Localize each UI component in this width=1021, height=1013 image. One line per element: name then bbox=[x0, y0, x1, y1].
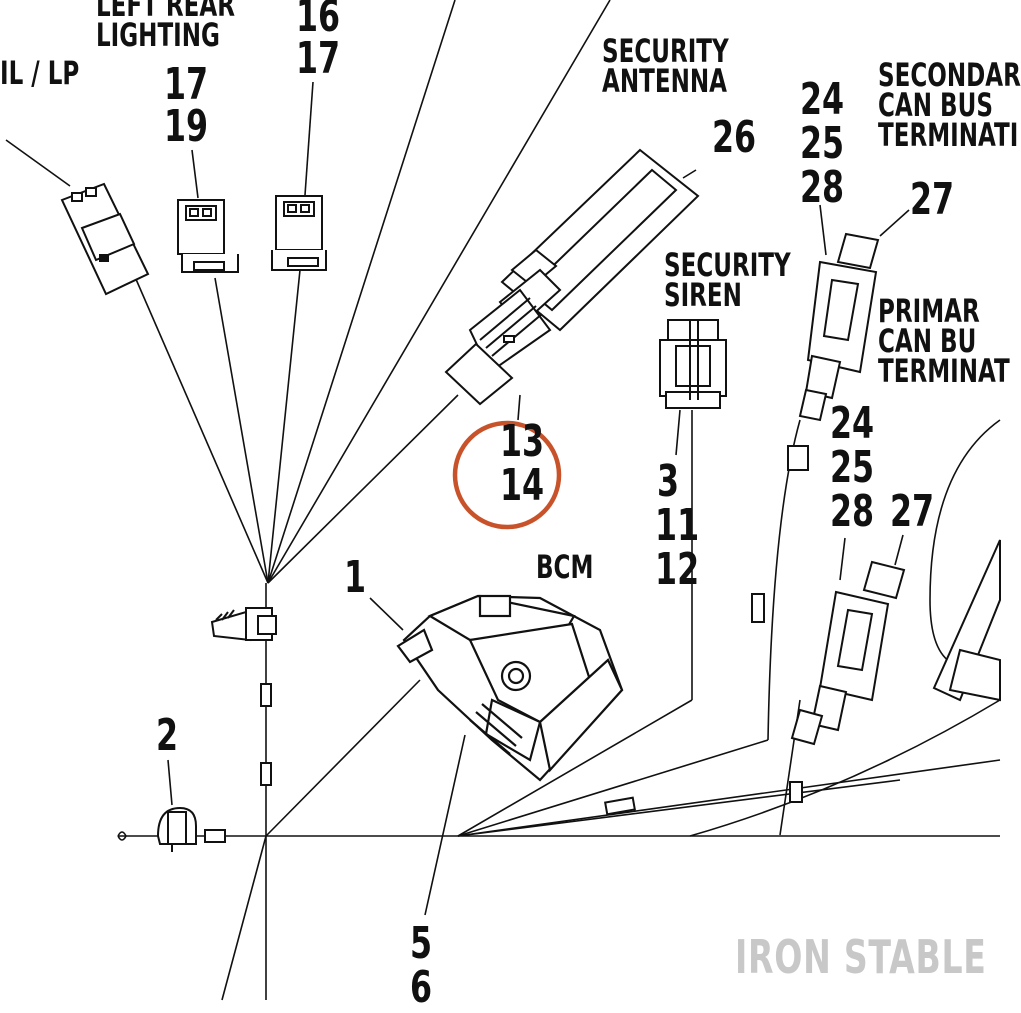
left-rear-lighting-part-numbers: 17 19 bbox=[164, 59, 209, 152]
bcm-label: BCM bbox=[536, 548, 594, 586]
primary-can-terminator-number: 27 bbox=[890, 486, 935, 537]
highlight-circle bbox=[452, 420, 562, 530]
wire bbox=[221, 835, 267, 1001]
bcm-part-number: 1 bbox=[344, 552, 367, 603]
ground-part-number: 2 bbox=[156, 710, 179, 761]
security-antenna-part-number: 26 bbox=[712, 112, 757, 163]
bcm-module bbox=[396, 594, 624, 782]
security-siren-connector bbox=[659, 319, 727, 409]
tail-lamp-connector bbox=[60, 182, 150, 296]
security-antenna bbox=[444, 148, 700, 406]
tail-lamp-label: IL / LP bbox=[0, 54, 80, 92]
security-siren-label: SECURITY SIREN bbox=[664, 246, 791, 314]
secondary-can-label: SECONDAR CAN BUS TERMINATI bbox=[878, 56, 1021, 154]
secondary-can-part-numbers: 24 25 28 bbox=[800, 74, 845, 213]
harness-clips bbox=[204, 683, 803, 843]
wire bbox=[267, 0, 456, 584]
secondary-can-terminator-number: 27 bbox=[910, 174, 955, 225]
push-pin-fastener bbox=[210, 607, 277, 642]
secondary-can-terminator bbox=[751, 232, 880, 623]
wire bbox=[267, 0, 611, 584]
wire bbox=[265, 679, 421, 837]
watermark: IRON STABLE bbox=[735, 930, 987, 984]
primary-can-part-numbers: 24 25 28 bbox=[830, 398, 875, 537]
antenna-connector-part-numbers: 13 14 bbox=[500, 416, 545, 511]
security-siren-part-numbers: 3 11 12 bbox=[655, 456, 700, 595]
left-rear-lighting-connector bbox=[177, 199, 239, 273]
primary-can-terminator bbox=[790, 560, 906, 746]
wire bbox=[267, 394, 459, 584]
ground-connector bbox=[156, 806, 197, 852]
left-rear-lighting-label: LEFT REAR LIGHTING bbox=[96, 0, 235, 54]
primary-can-label: PRIMAR CAN BU TERMINAT bbox=[878, 292, 1010, 390]
security-antenna-label: SECURITY ANTENNA bbox=[602, 32, 729, 100]
top-connector-part-numbers: 16 17 bbox=[296, 0, 341, 84]
wiring-lines bbox=[5, 0, 1001, 1001]
top-harness-connector bbox=[271, 195, 327, 271]
wire bbox=[131, 269, 269, 584]
wire bbox=[267, 269, 301, 584]
right-side-component bbox=[932, 539, 1001, 702]
wire bbox=[214, 277, 269, 584]
bottom-part-numbers: 5 6 bbox=[410, 918, 433, 1013]
